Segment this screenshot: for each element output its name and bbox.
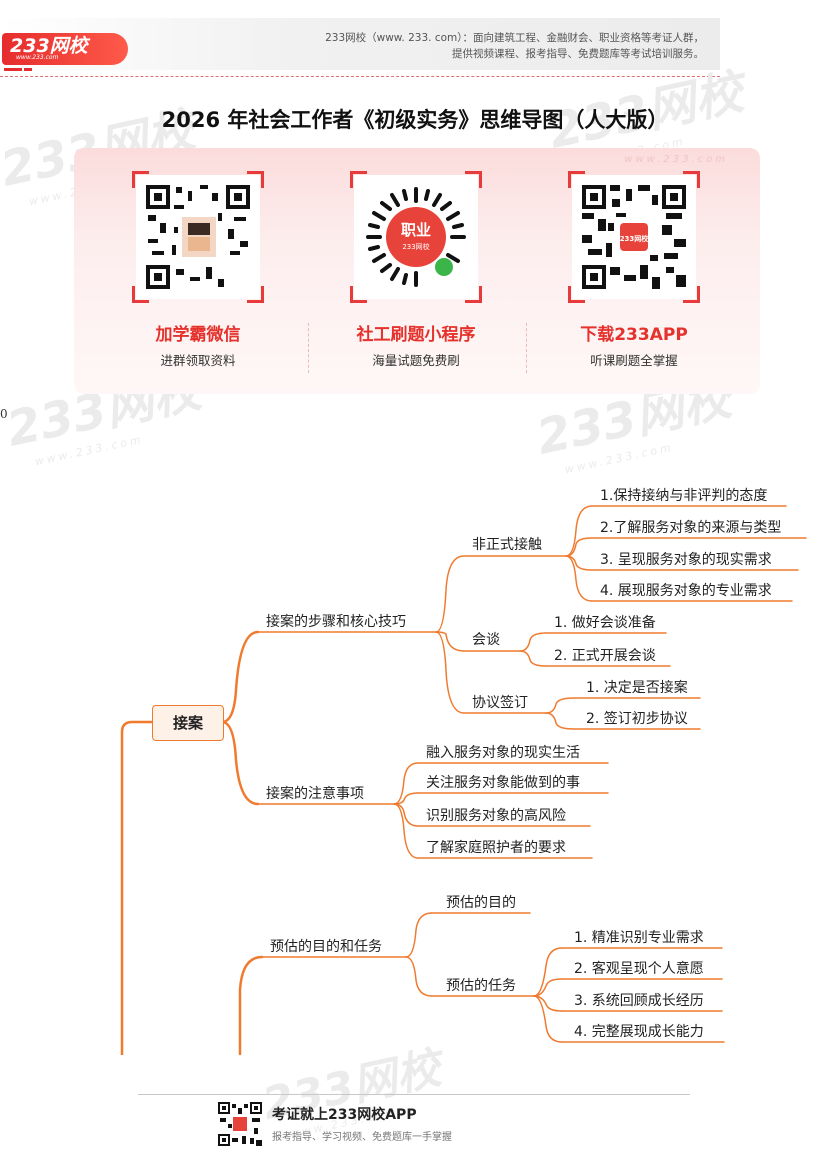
- footer-title: 考证就上233网校APP: [272, 1107, 417, 1123]
- leaf-node[interactable]: 关注服务对象能做到的事: [426, 775, 580, 791]
- header-divider: [0, 76, 720, 77]
- qr-banner: www.233.com: [74, 148, 760, 394]
- caption-divider: [308, 323, 309, 373]
- l1-node-notices[interactable]: 接案的注意事项: [266, 786, 364, 802]
- footer-divider: [138, 1094, 690, 1095]
- footer-qr-code[interactable]: [218, 1102, 262, 1146]
- wechat-subtitle: 进群领取资料: [160, 353, 236, 368]
- mind-map: 接案 接案的步骤和核心技巧 接案的注意事项 预估的目的和任务 非正式接触 会谈 …: [0, 470, 830, 1055]
- logo-accent: [24, 68, 32, 71]
- leaf-node[interactable]: 识别服务对象的高风险: [426, 808, 566, 824]
- l1-node-assessment[interactable]: 预估的目的和任务: [270, 939, 382, 955]
- leaf-node[interactable]: 1.保持接纳与非评判的态度: [600, 488, 768, 504]
- wechat-qr-card[interactable]: [132, 171, 264, 303]
- corner-mark: [568, 171, 585, 188]
- leaf-node[interactable]: 融入服务对象的现实生活: [426, 745, 580, 761]
- l1-node-steps[interactable]: 接案的步骤和核心技巧: [266, 614, 406, 630]
- app-subtitle: 听课刷题全掌握: [590, 353, 678, 368]
- corner-mark: [132, 286, 149, 303]
- banner-url: www.233.com: [624, 154, 728, 165]
- l2-node-agreement[interactable]: 协议签订: [472, 695, 528, 711]
- stray-text: 0: [0, 407, 8, 421]
- badge-text: 职业: [401, 221, 431, 239]
- app-qr-code: 233网校: [580, 183, 688, 291]
- logo-accent: [4, 68, 22, 71]
- corner-mark: [247, 171, 264, 188]
- corner-mark: [683, 171, 700, 188]
- miniprogram-qr-card[interactable]: 职业 233网校: [350, 171, 482, 303]
- app-qr-card[interactable]: 233网校: [568, 171, 700, 303]
- l2-node-assessment-goal[interactable]: 预估的目的: [446, 895, 516, 911]
- miniprogram-code: 职业 233网校: [364, 185, 468, 289]
- corner-mark: [683, 286, 700, 303]
- l2-node-assessment-task[interactable]: 预估的任务: [446, 978, 516, 994]
- corner-mark: [568, 286, 585, 303]
- wechat-caption: 加学霸微信: [155, 325, 241, 345]
- leaf-node[interactable]: 1. 精准识别专业需求: [574, 930, 704, 946]
- leaf-node[interactable]: 2. 客观呈现个人意愿: [574, 961, 704, 977]
- logo-text: 233网校: [10, 35, 88, 57]
- corner-mark: [132, 171, 149, 188]
- l2-node-talk[interactable]: 会谈: [472, 632, 500, 648]
- leaf-node[interactable]: 4. 完整展现成长能力: [574, 1024, 704, 1040]
- leaf-node[interactable]: 2. 正式开展会谈: [554, 648, 656, 664]
- leaf-node[interactable]: 3. 系统回顾成长经历: [574, 993, 704, 1009]
- corner-mark: [465, 286, 482, 303]
- badge-subtext: 233网校: [402, 242, 429, 251]
- leaf-node[interactable]: 3. 呈现服务对象的现实需求: [600, 552, 772, 568]
- logo-url: www.233.com: [16, 54, 59, 61]
- leaf-node[interactable]: 2.了解服务对象的来源与类型: [600, 520, 782, 536]
- mindmap-root-node[interactable]: 接案: [152, 705, 224, 741]
- page-title: 2026 年社会工作者《初级实务》思维导图（人大版）: [161, 108, 669, 132]
- corner-mark: [350, 171, 367, 188]
- corner-mark: [350, 286, 367, 303]
- page-header: 233网校 www.233.com 233网校（www. 233. com）：面…: [0, 0, 830, 80]
- leaf-node[interactable]: 1. 做好会谈准备: [554, 615, 656, 631]
- brand-logo[interactable]: 233网校 www.233.com: [2, 33, 128, 65]
- miniprogram-subtitle: 海量试题免费刷: [372, 353, 460, 368]
- wechat-qr-code: [144, 183, 252, 291]
- leaf-node[interactable]: 了解家庭照护者的要求: [426, 840, 566, 856]
- corner-mark: [247, 286, 264, 303]
- mind-map-connectors: [120, 505, 807, 1055]
- header-line-1: 233网校（www. 233. com）：面向建筑工程、金融财会、职业资格等考证…: [325, 32, 704, 44]
- caption-divider: [526, 323, 527, 373]
- footer-subtitle: 报考指导、学习视频、免费题库一手掌握: [272, 1132, 452, 1143]
- header-description: 233网校（www. 233. com）：面向建筑工程、金融财会、职业资格等考证…: [325, 30, 704, 62]
- badge-text: 233网校: [620, 234, 650, 243]
- leaf-node[interactable]: 4. 展现服务对象的专业需求: [600, 583, 772, 599]
- corner-mark: [465, 171, 482, 188]
- leaf-node[interactable]: 2. 签订初步协议: [586, 711, 688, 727]
- miniprogram-caption: 社工刷题小程序: [356, 325, 476, 345]
- header-line-2: 提供视频课程、报考指导、免费题库等考试培训服务。: [452, 48, 704, 60]
- l2-node-informal-contact[interactable]: 非正式接触: [472, 537, 542, 553]
- app-caption: 下载233APP: [580, 325, 688, 345]
- leaf-node[interactable]: 1. 决定是否接案: [586, 680, 688, 696]
